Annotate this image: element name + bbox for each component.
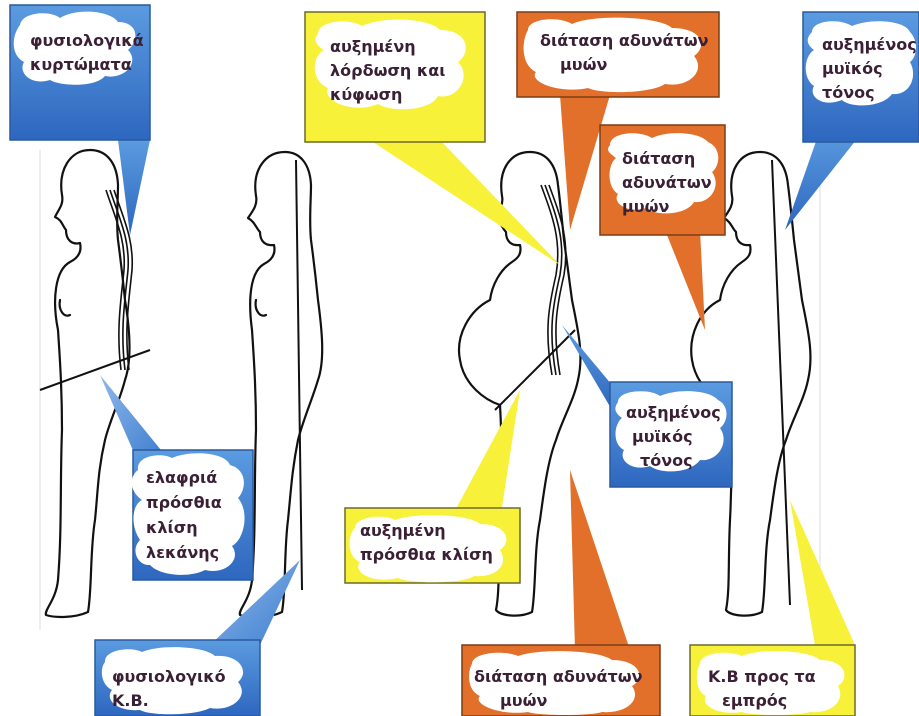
callout-increased-anterior-tilt: αυξημένη πρόσθια κλίση — [345, 390, 520, 583]
callout-text-line-2: πρόσθια — [146, 493, 222, 512]
callout-text-line-3: τόνος — [640, 451, 693, 470]
callout-text-line-3: κλίση — [146, 518, 198, 537]
callout-text-line-4: λεκάνης — [146, 543, 219, 562]
callout-text-line-2: εμπρός — [722, 691, 787, 710]
callout-text-line-3: κύφωση — [330, 85, 402, 104]
callout-text-line-2: μυϊκός — [632, 427, 693, 446]
callout-text-line-1: αυξημένη — [360, 521, 446, 540]
callout-text-line-1: ελαφριά — [146, 468, 217, 487]
callout-text-line-1: διάταση — [622, 149, 695, 168]
callout-text-line-1: φυσιολογικά — [30, 31, 144, 50]
callout-physiological-curves: φυσιολογικά κυρτώματα — [10, 5, 150, 235]
callout-text-line-2: πρόσθια κλίση — [360, 545, 493, 564]
callout-text-line-2: λόρδωση και — [330, 61, 445, 80]
callout-increased-tone-top: αυξημένος μυϊκός τόνος — [785, 12, 919, 230]
callout-text-line-2: αδυνάτων — [622, 173, 712, 192]
callout-text-line-1: διάταση αδυνάτων — [540, 31, 709, 50]
callout-text-line-2: Κ.Β. — [112, 691, 149, 710]
callout-text-line-1: διάταση αδυνάτων — [474, 667, 643, 686]
callout-text-line-3: τόνος — [822, 83, 875, 102]
callout-stretch-weak-mid: διάταση αδυνάτων μυών — [600, 125, 725, 330]
callout-text-line-2: κυρτώματα — [30, 55, 132, 74]
callout-text-line-1: αυξημένος — [822, 35, 917, 54]
callout-text-line-1: αυξημένος — [626, 403, 721, 422]
callout-light-anterior-tilt: ελαφριά πρόσθια κλίση λεκάνης — [100, 375, 253, 580]
callout-text-line-3: μυών — [622, 197, 669, 216]
callout-increased-tone-mid: αυξημένος μυϊκός τόνος — [562, 325, 732, 487]
callout-text-line-2: μυών — [500, 691, 547, 710]
callout-text-line-1: αυξημένη — [330, 37, 416, 56]
callout-text-line-1: Κ.Β προς τα — [708, 667, 816, 686]
callout-text-line-1: φυσιολογικό — [112, 667, 226, 686]
callout-text-line-2: μυϊκός — [822, 59, 883, 78]
callout-physiological-cog: φυσιολογικό Κ.Β. — [95, 560, 300, 716]
callout-text-line-2: μυών — [560, 55, 607, 74]
callout-cog-forward: Κ.Β προς τα εμπρός — [690, 500, 855, 716]
